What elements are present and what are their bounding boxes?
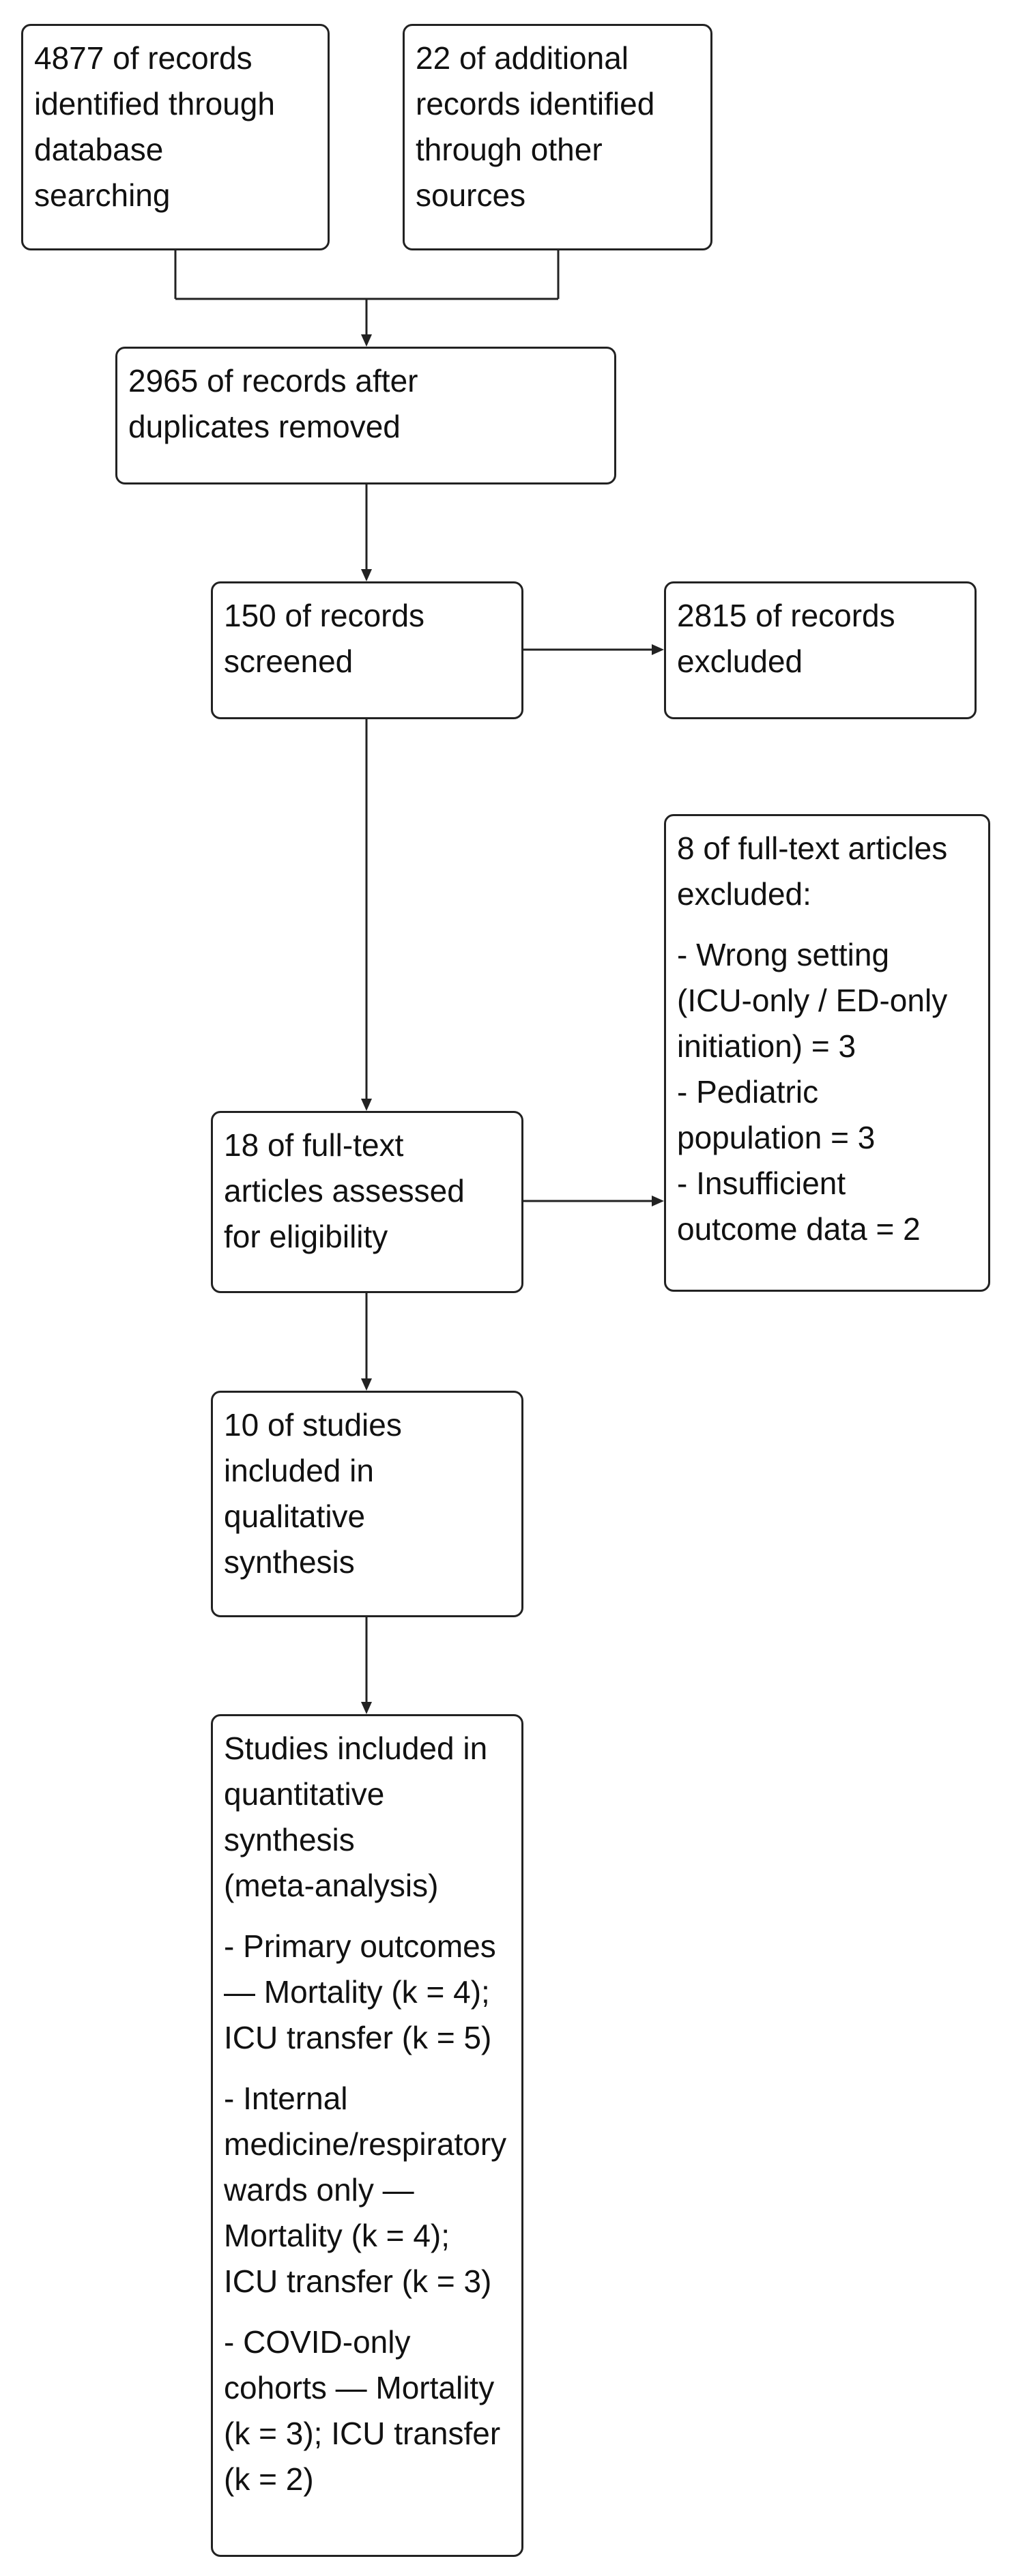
arrowhead-fulltext-excluded	[652, 1196, 664, 1206]
box-quantitative-primary: - Primary outcomes — Mortality (k = 4); …	[224, 1928, 496, 2055]
box-records-excluded-text: 2815 of records excluded	[677, 598, 895, 679]
box-fulltext-assessed-text: 18 of full-text articles assessed for el…	[224, 1127, 465, 1254]
box-fulltext-excluded: 8 of full-text articles excluded: - Wron…	[664, 814, 990, 1292]
box-other-sources-text: 22 of additional records identified thro…	[416, 40, 655, 213]
arrowhead-excluded	[652, 644, 664, 655]
box-qualitative-synthesis-text: 10 of studies included in qualitative sy…	[224, 1407, 402, 1580]
box-after-duplicates: 2965 of records after duplicates removed	[115, 347, 616, 484]
box-other-sources: 22 of additional records identified thro…	[403, 24, 712, 250]
arrowhead-duplicates	[361, 334, 372, 347]
box-records-excluded: 2815 of records excluded	[664, 581, 977, 719]
box-fulltext-assessed: 18 of full-text articles assessed for el…	[211, 1111, 523, 1293]
box-records-screened-text: 150 of records screened	[224, 598, 425, 679]
box-qualitative-synthesis: 10 of studies included in qualitative sy…	[211, 1391, 523, 1617]
box-database-records-text: 4877 of records identified through datab…	[34, 40, 275, 213]
arrowhead-quantitative	[361, 1702, 372, 1714]
box-quantitative-covid: - COVID-only cohorts — Mortality (k = 3)…	[224, 2324, 501, 2497]
box-quantitative-internal: - Internal medicine/respiratory wards on…	[224, 2081, 507, 2299]
arrowhead-qualitative	[361, 1378, 372, 1391]
box-database-records: 4877 of records identified through datab…	[21, 24, 330, 250]
arrowhead-screened	[361, 569, 372, 581]
box-after-duplicates-text: 2965 of records after duplicates removed	[128, 363, 418, 444]
box-quantitative-synthesis: Studies included in quantitative synthes…	[211, 1714, 523, 2557]
box-fulltext-excluded-heading: 8 of full-text articles excluded:	[677, 830, 948, 912]
box-quantitative-heading: Studies included in quantitative synthes…	[224, 1731, 488, 1903]
arrowhead-assessed	[361, 1099, 372, 1111]
box-records-screened: 150 of records screened	[211, 581, 523, 719]
box-fulltext-excluded-reasons: - Wrong setting (ICU-only / ED-only init…	[677, 937, 948, 1247]
